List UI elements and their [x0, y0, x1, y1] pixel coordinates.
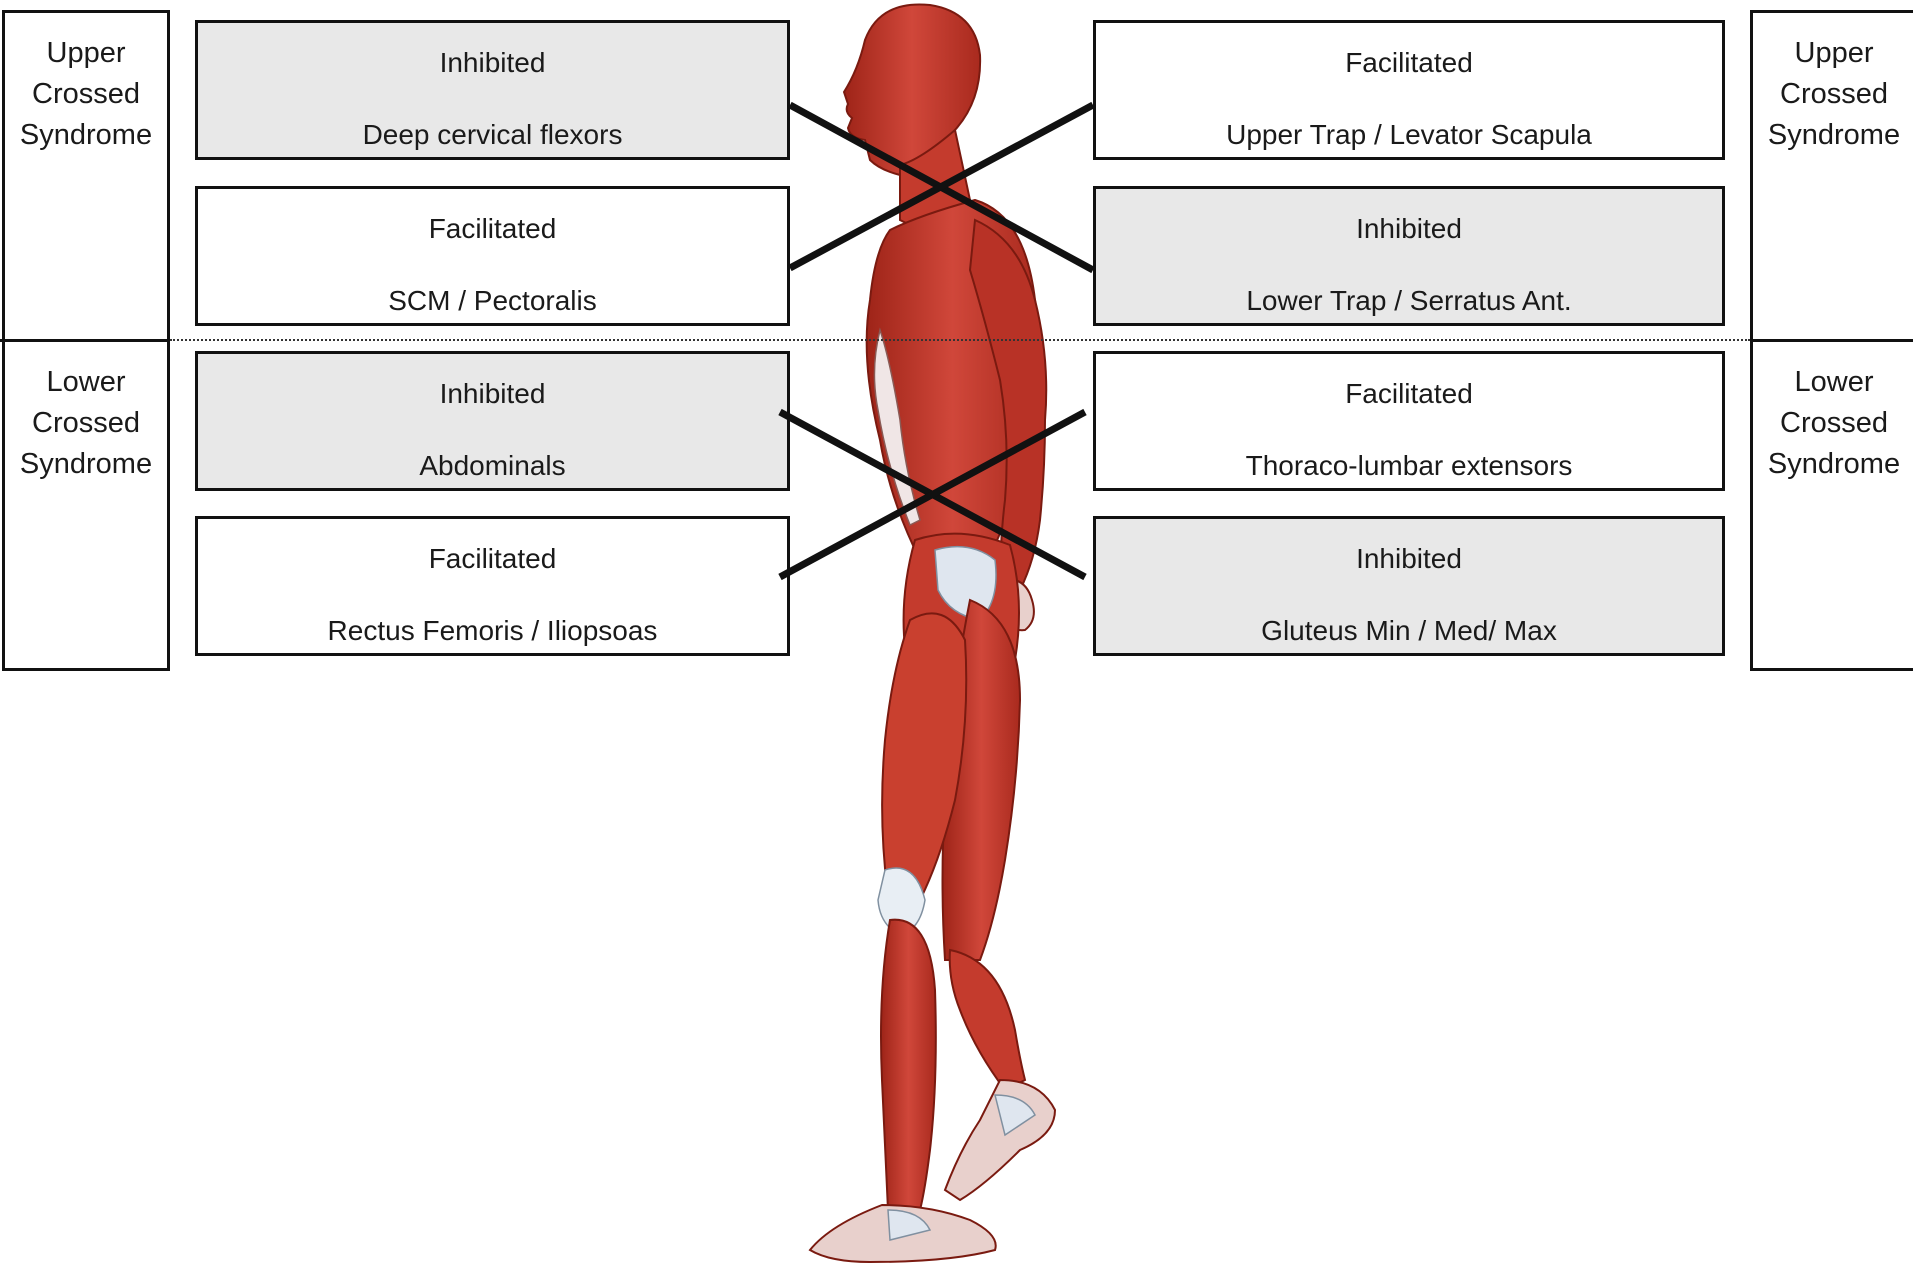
crossing-lines [0, 0, 1913, 1284]
